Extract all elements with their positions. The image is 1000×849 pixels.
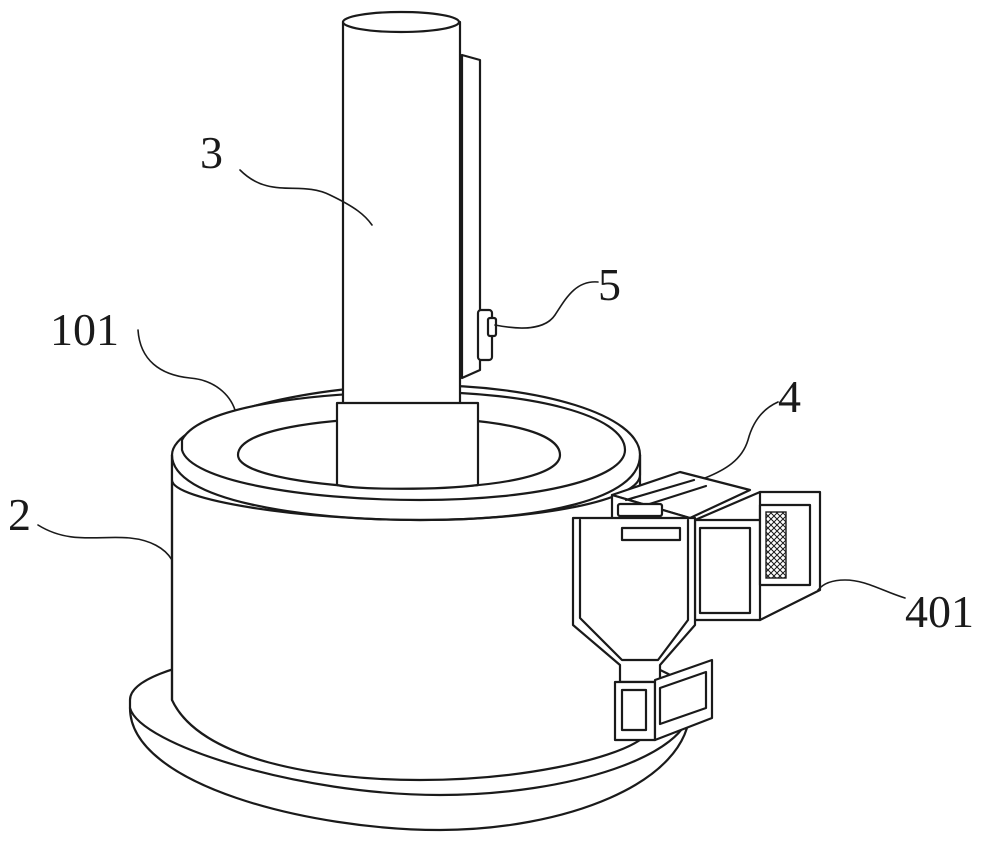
leader-3 bbox=[239, 169, 373, 226]
label-5: 5 bbox=[598, 259, 621, 310]
label-3: 3 bbox=[200, 127, 223, 178]
hopper-assembly bbox=[571, 470, 822, 742]
reference-labels: 3 5 101 2 4 401 bbox=[8, 127, 974, 637]
leader-4 bbox=[704, 401, 779, 479]
leader-101 bbox=[137, 329, 236, 411]
main-body bbox=[170, 453, 642, 782]
leader-401 bbox=[817, 579, 906, 599]
leader-5 bbox=[494, 281, 599, 329]
label-101: 101 bbox=[50, 304, 119, 355]
vent-mesh bbox=[765, 511, 787, 579]
vertical-tube bbox=[335, 10, 498, 490]
label-2: 2 bbox=[8, 489, 31, 540]
label-4: 4 bbox=[778, 371, 801, 422]
label-401: 401 bbox=[905, 586, 974, 637]
leader-2 bbox=[37, 524, 173, 561]
leader-lines bbox=[37, 169, 906, 599]
